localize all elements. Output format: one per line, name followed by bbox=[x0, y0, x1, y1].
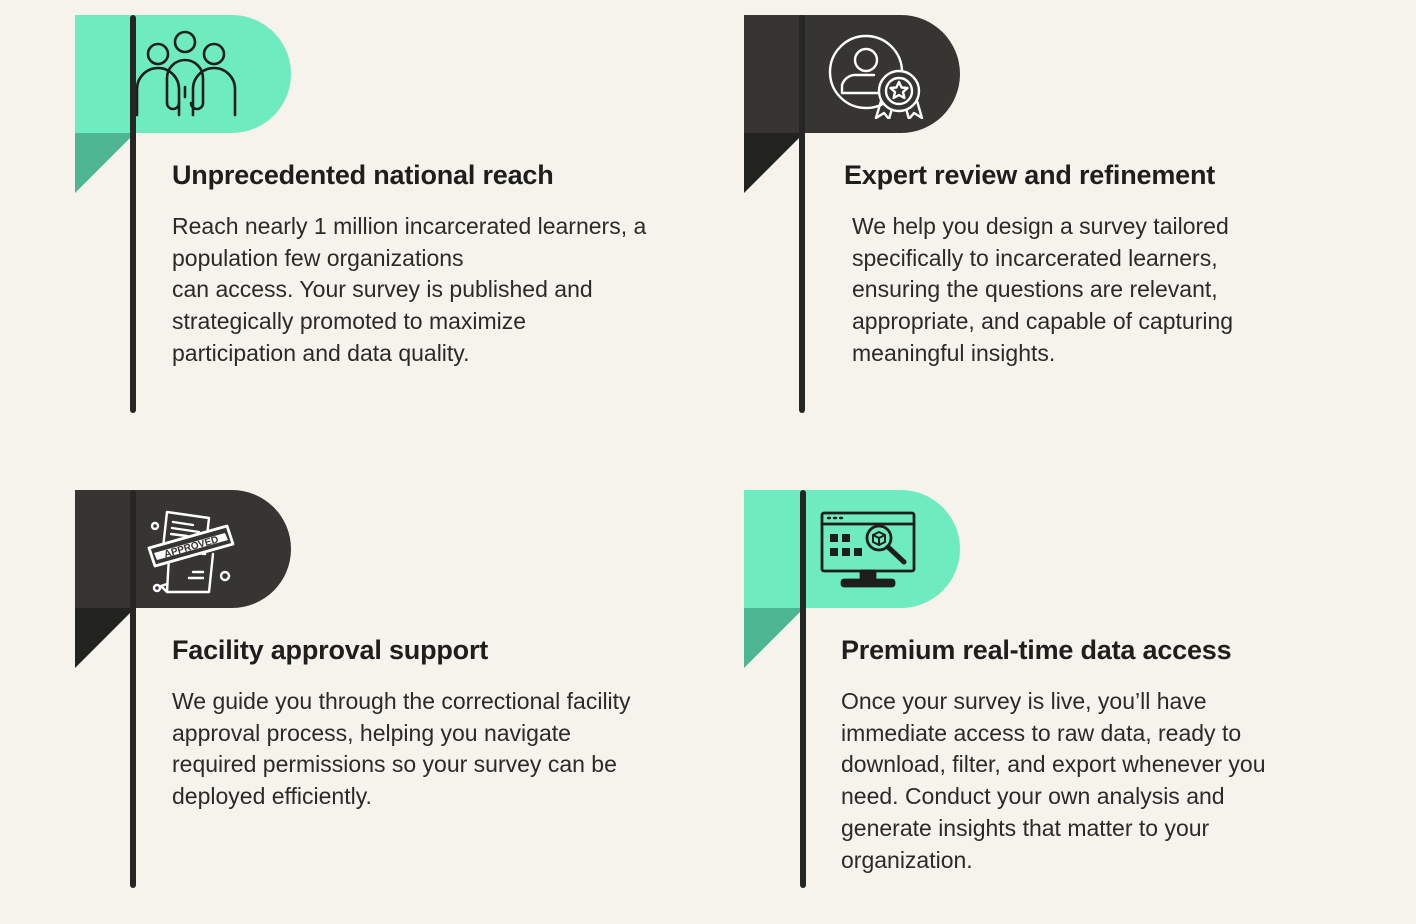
feature-title: Facility approval support bbox=[172, 635, 489, 665]
feature-title: Unprecedented national reach bbox=[172, 160, 554, 190]
feature-description: Reach nearly 1 million incarcerated lear… bbox=[172, 213, 647, 366]
feature-description: We guide you through the correctional fa… bbox=[172, 688, 631, 810]
feature-flag bbox=[75, 15, 291, 133]
feature-card-data-access: Premium real-time data access Once your … bbox=[744, 490, 1384, 910]
flag-pole bbox=[130, 490, 136, 888]
expert-badge-icon bbox=[818, 29, 928, 119]
flag-pole bbox=[799, 15, 805, 413]
flag-fold bbox=[75, 608, 135, 668]
feature-description: We help you design a survey tailored spe… bbox=[852, 213, 1234, 366]
data-monitor-search-icon bbox=[816, 504, 926, 594]
approved-document-icon: APPROVED bbox=[137, 504, 247, 594]
feature-flag bbox=[744, 15, 960, 133]
feature-card-national-reach: Unprecedented national reach Reach nearl… bbox=[75, 15, 715, 435]
flag-pole bbox=[800, 490, 806, 888]
flag-fold bbox=[744, 133, 804, 193]
feature-card-expert-review: Expert review and refinement We help you… bbox=[744, 15, 1384, 435]
feature-title: Expert review and refinement bbox=[844, 160, 1216, 190]
flag-fold bbox=[75, 133, 135, 193]
feature-flag bbox=[744, 490, 960, 608]
feature-description: Once your survey is live, you’ll have im… bbox=[841, 688, 1266, 873]
flag-fold bbox=[744, 608, 804, 668]
feature-title: Premium real-time data access bbox=[841, 635, 1232, 665]
feature-card-facility-approval: APPROVED Facility approval support We gu… bbox=[75, 490, 715, 910]
people-group-icon bbox=[133, 29, 243, 119]
flag-pole bbox=[130, 15, 136, 413]
